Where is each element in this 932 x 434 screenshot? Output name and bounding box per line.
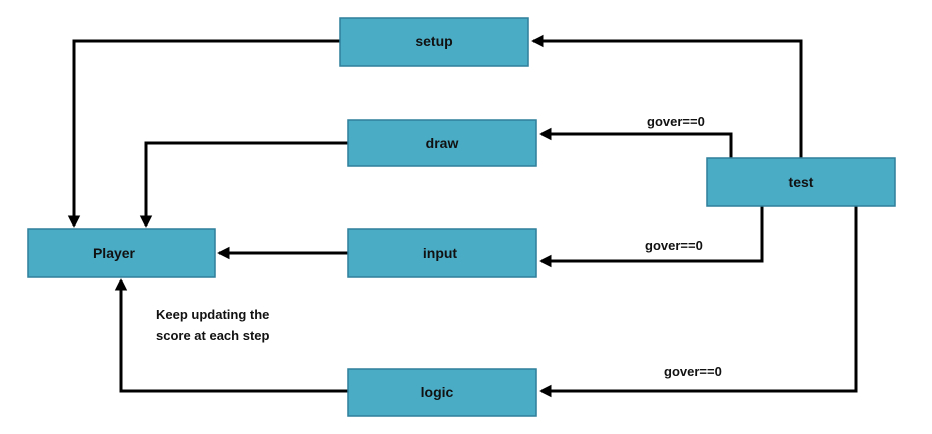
note-line-1: Keep updating the (156, 307, 269, 322)
node-draw-box (347, 119, 537, 167)
node-input-box (347, 228, 537, 278)
edge-logic-to-player (114, 278, 348, 393)
edge-label-test-to-input: gover==0 (645, 238, 703, 253)
node-draw: draw (347, 119, 537, 167)
edge-setup-to-player (67, 39, 340, 228)
node-logic-box (347, 368, 537, 417)
node-logic-label: logic (421, 384, 454, 400)
edge-test-to-draw (539, 127, 733, 158)
edge-label-test-to-draw: gover==0 (647, 114, 705, 129)
node-player-box (27, 228, 216, 278)
node-input: input (347, 228, 537, 278)
node-draw-label: draw (426, 135, 459, 151)
edge-test-to-input (539, 206, 764, 268)
node-logic: logic (347, 368, 537, 417)
note-line-2: score at each step (156, 328, 270, 343)
edge-draw-to-player (139, 141, 348, 228)
node-test-label: test (789, 174, 814, 190)
node-player-label: Player (93, 245, 136, 261)
edge-label-test-to-logic: gover==0 (664, 364, 722, 379)
node-player: Player (27, 228, 216, 278)
node-test-box (706, 157, 896, 207)
node-setup: setup (339, 17, 529, 67)
node-test: test (706, 157, 896, 207)
edge-test-to-logic (539, 206, 858, 398)
edge-test-to-setup (531, 34, 803, 158)
node-input-label: input (423, 245, 458, 261)
node-setup-label: setup (415, 33, 452, 49)
node-setup-box (339, 17, 529, 67)
